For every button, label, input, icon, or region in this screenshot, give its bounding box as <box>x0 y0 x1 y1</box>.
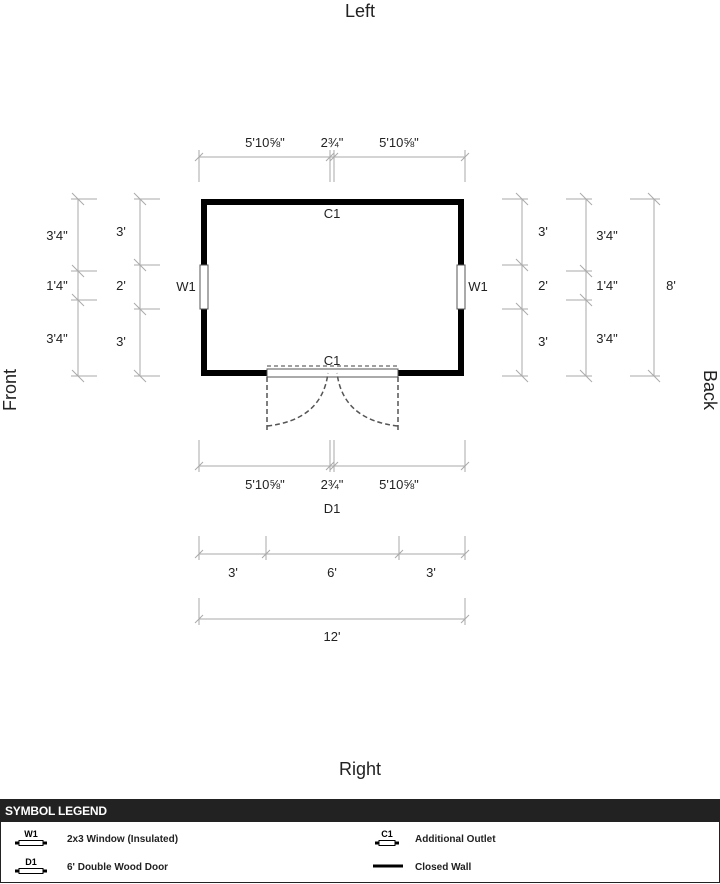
window-symbol-icon: W1 <box>15 827 55 851</box>
wall-symbol-icon <box>373 855 403 879</box>
right-inner-dim-2: 2' <box>538 278 548 293</box>
legend-title: SYMBOL LEGEND <box>0 799 720 822</box>
bottom-dim-2: 2¾" <box>321 477 344 492</box>
right-inner-dim-1: 3' <box>538 224 548 239</box>
door-symbol-icon: D1 <box>15 855 55 879</box>
window-back <box>456 264 466 310</box>
total-width-dimension: 12' <box>194 598 470 644</box>
total-depth-label: 8' <box>666 278 676 293</box>
left-inner-dimension: 3' 2' 3' <box>116 192 160 383</box>
legend-label-window: 2x3 Window (Insulated) <box>67 833 179 845</box>
right-outer-dim-1: 3'4" <box>596 228 618 243</box>
window-label-front: W1 <box>176 279 196 294</box>
side-label-left: Left <box>345 1 375 21</box>
right-inner-dim-3: 3' <box>538 334 548 349</box>
svg-text:D1: D1 <box>25 857 37 867</box>
bottom-dimension: 5'10⅝" 2¾" 5'10⅝" <box>194 440 470 492</box>
left-outer-dim-1: 3'4" <box>46 228 68 243</box>
right-outer-dimension: 3'4" 1'4" 3'4" <box>566 192 618 383</box>
door-dim-2: 6' <box>327 565 337 580</box>
legend-label-door: 6' Double Wood Door <box>67 861 169 873</box>
left-outer-dim-3: 3'4" <box>46 331 68 346</box>
side-label-back: Back <box>700 370 720 411</box>
legend-item-outlet: C1 Additional Outlet <box>373 827 496 851</box>
top-dim-2: 2¾" <box>321 135 344 150</box>
door-dim-1: 3' <box>228 565 238 580</box>
legend-item-window: W1 2x3 Window (Insulated) <box>15 827 178 851</box>
door-label: D1 <box>324 501 341 516</box>
bottom-dim-3: 5'10⅝" <box>379 477 419 492</box>
floor-plan: Left Right Front Back 5'10⅝" 2¾" 5'10⅝" … <box>0 1 720 779</box>
left-inner-dim-2: 2' <box>116 278 126 293</box>
right-inner-dimension: 3' 2' 3' <box>502 192 548 383</box>
svg-text:W1: W1 <box>24 829 38 839</box>
side-label-right: Right <box>339 759 381 779</box>
legend-item-wall: Closed Wall <box>373 855 471 879</box>
outlet-label-bottom: C1 <box>324 353 341 368</box>
top-dim-3: 5'10⅝" <box>379 135 419 150</box>
right-outer-dim-2: 1'4" <box>596 278 618 293</box>
door-dim-3: 3' <box>426 565 436 580</box>
top-dimension: 5'10⅝" 2¾" 5'10⅝" <box>194 135 470 182</box>
total-width-label: 12' <box>324 629 341 644</box>
left-inner-dim-3: 3' <box>116 334 126 349</box>
double-door <box>266 365 399 432</box>
left-outer-dimension: 3'4" 1'4" 3'4" <box>46 192 97 383</box>
outlet-label-top: C1 <box>324 206 341 221</box>
outlet-symbol-icon: C1 <box>373 827 403 851</box>
window-front <box>199 264 209 310</box>
closed-wall <box>201 199 464 376</box>
right-outer-dim-3: 3'4" <box>596 331 618 346</box>
window-label-back: W1 <box>468 279 488 294</box>
legend-item-door: D1 6' Double Wood Door <box>15 855 168 879</box>
left-inner-dim-1: 3' <box>116 224 126 239</box>
total-depth-dimension: 8' <box>630 192 676 383</box>
top-dim-1: 5'10⅝" <box>245 135 285 150</box>
bottom-dim-1: 5'10⅝" <box>245 477 285 492</box>
legend-label-wall: Closed Wall <box>415 861 472 873</box>
door-dimension: 3' 6' 3' <box>194 536 470 580</box>
legend-label-outlet: Additional Outlet <box>415 833 496 845</box>
left-outer-dim-2: 1'4" <box>46 278 68 293</box>
svg-text:C1: C1 <box>381 829 393 839</box>
side-label-front: Front <box>0 369 20 411</box>
symbol-legend: SYMBOL LEGEND W1 2x3 Window (Insulated) … <box>0 799 720 884</box>
legend-body: W1 2x3 Window (Insulated) D1 6' Double W… <box>0 822 720 883</box>
